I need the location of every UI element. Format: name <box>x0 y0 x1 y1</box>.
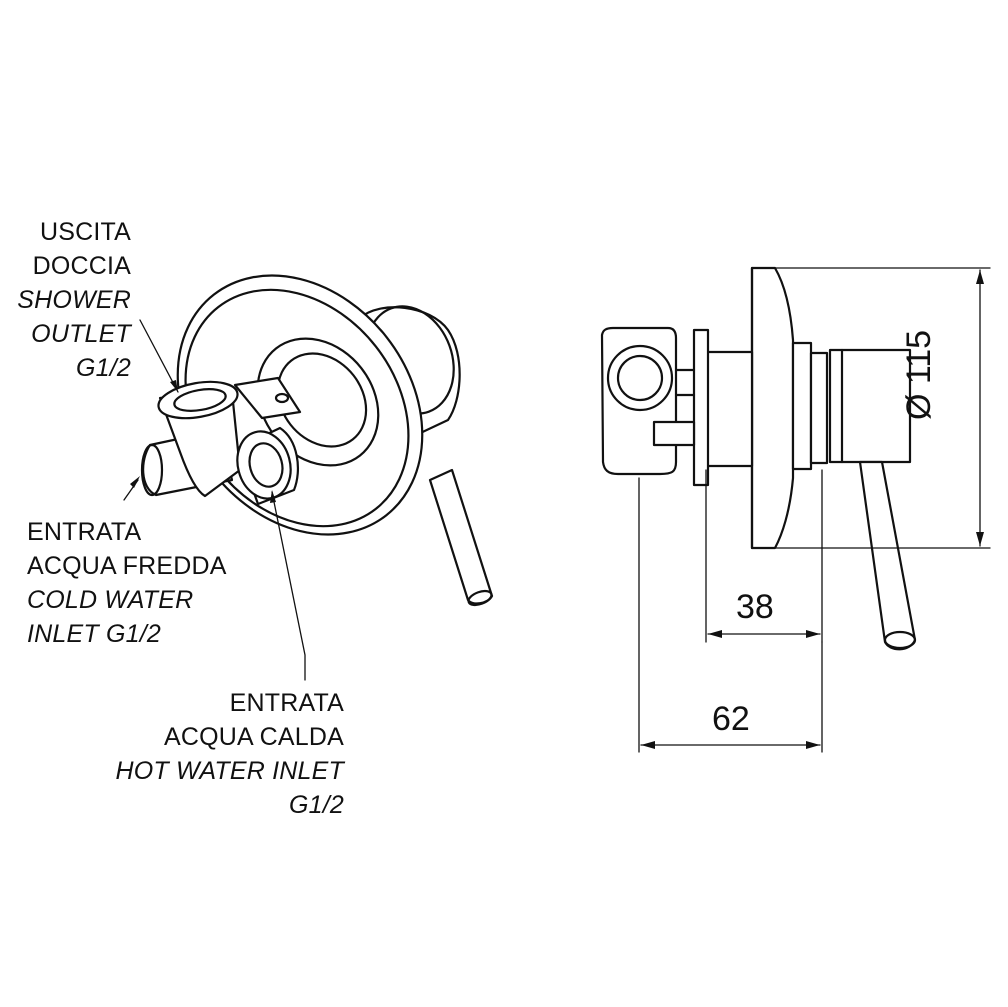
side-view <box>600 266 991 753</box>
shower-outlet-en-line2: OUTLET <box>31 320 131 348</box>
lever-handle <box>428 468 494 605</box>
shower-outlet-it-line2: DOCCIA <box>32 252 131 280</box>
dimension-diameter-label: Ø 115 <box>900 329 938 420</box>
shower-outlet-label: USCITA DOCCIA SHOWER OUTLET G1/2 <box>0 215 131 385</box>
leader-hot-inlet <box>271 491 306 681</box>
shower-outlet-size: G1/2 <box>76 354 131 382</box>
shower-outlet-it-line1: USCITA <box>39 218 131 246</box>
leader-shower-outlet <box>139 319 179 393</box>
hot-inlet-en-line1: HOT WATER INLET <box>115 757 344 785</box>
dimension-38-label: 38 <box>736 588 774 626</box>
perspective-view <box>123 274 494 681</box>
cold-inlet-label: ENTRATA ACQUA FREDDA COLD WATER INLET G1… <box>27 515 267 651</box>
cold-inlet-it-line2: ACQUA FREDDA <box>27 552 227 580</box>
hot-inlet-it-line1: ENTRATA <box>229 689 344 717</box>
cold-inlet-it-line1: ENTRATA <box>27 518 142 546</box>
side-escutcheon <box>750 266 795 550</box>
hot-inlet-size: G1/2 <box>289 791 344 819</box>
shower-outlet-en-line1: SHOWER <box>17 286 131 314</box>
dimension-62-label: 62 <box>712 700 750 738</box>
cold-inlet-en-line1: COLD WATER <box>27 586 194 614</box>
side-lever <box>858 460 917 651</box>
hot-inlet-label: ENTRATA ACQUA CALDA HOT WATER INLET G1/2 <box>80 686 344 822</box>
hot-inlet-it-line2: ACQUA CALDA <box>163 723 344 751</box>
cold-inlet-en-line2: INLET G1/2 <box>27 620 161 648</box>
side-handle-cylinder <box>828 348 912 464</box>
side-body-block <box>704 350 754 468</box>
